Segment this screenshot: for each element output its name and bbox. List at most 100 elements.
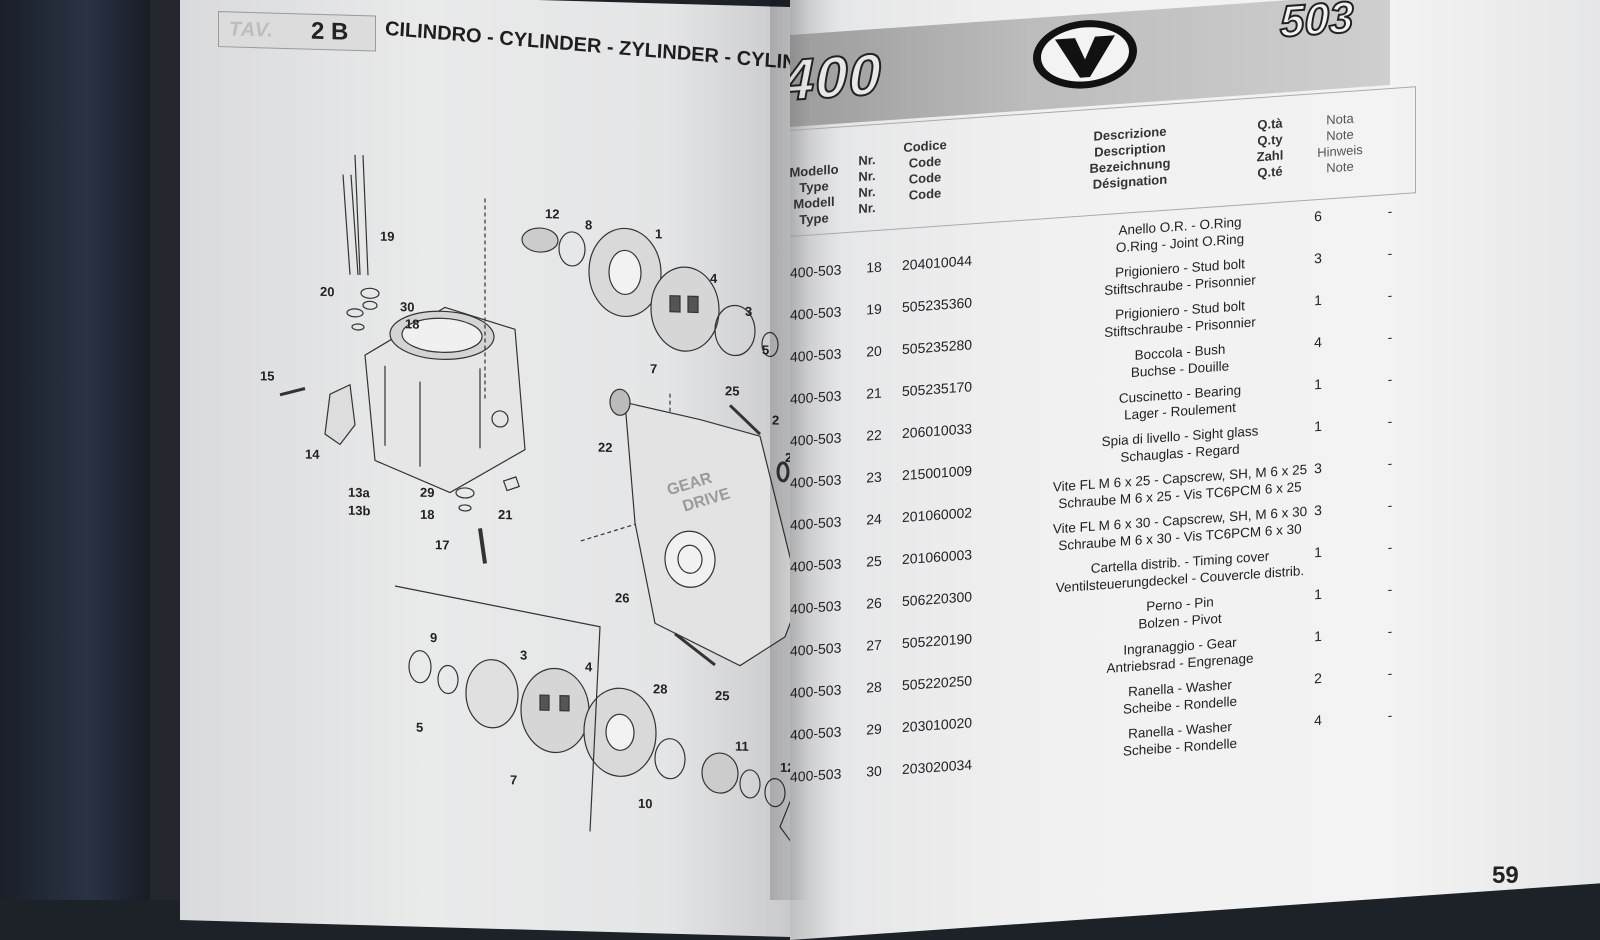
callout-label: 25: [725, 383, 739, 398]
callout-label: 19: [380, 229, 394, 244]
cell-code: 201060003: [902, 546, 973, 568]
callout-label: 25: [715, 688, 729, 703]
cell-quantity: 1: [1314, 417, 1322, 435]
callout-label: 4: [585, 659, 593, 674]
callout-label: 4: [710, 271, 718, 286]
cell-note: -: [1387, 664, 1393, 682]
callout-label: 18: [420, 507, 434, 522]
callout-label: 7: [510, 772, 517, 787]
cell-nr: 25: [866, 552, 882, 570]
cell-quantity: 4: [1314, 333, 1322, 351]
cell-note: -: [1387, 202, 1393, 220]
v-logo-icon: [1033, 20, 1137, 89]
cell-nr: 22: [866, 426, 882, 444]
callout-label: 22: [598, 440, 612, 455]
callout-label: 7: [650, 361, 657, 376]
callout-label: 13b: [348, 503, 370, 519]
cell-nr: 24: [866, 510, 882, 528]
table-number-box: TAV. 2 B: [218, 11, 376, 52]
cell-quantity: 1: [1314, 375, 1322, 393]
cell-nr: 23: [866, 468, 882, 486]
callout-label: 8: [585, 217, 592, 232]
header-nr: Nr.Nr. Nr.Nr.: [858, 152, 876, 217]
callout-label: 21: [498, 507, 512, 522]
cell-note: -: [1387, 412, 1393, 430]
cell-code: 215001009: [902, 462, 973, 484]
cell-note: -: [1387, 538, 1393, 556]
cell-nr: 19: [866, 300, 882, 318]
cell-note: -: [1387, 454, 1393, 472]
cell-quantity: 6: [1314, 207, 1322, 225]
cell-quantity: 1: [1314, 543, 1322, 561]
callout-label: 1: [655, 226, 662, 241]
cell-nr: 20: [866, 342, 882, 360]
cell-note: -: [1387, 496, 1393, 514]
cell-quantity: 1: [1314, 291, 1322, 309]
desk-background: [0, 0, 160, 900]
callout-label: 11: [735, 739, 749, 754]
cell-nr: 28: [866, 678, 882, 696]
cell-quantity: 2: [1314, 669, 1322, 687]
cell-nr: 26: [866, 594, 882, 612]
callout-label: 9: [430, 630, 437, 645]
cell-note: -: [1387, 328, 1393, 346]
cell-code: 505235170: [902, 378, 973, 400]
cell-quantity: 3: [1314, 249, 1322, 267]
tav-number: 2 B: [311, 17, 349, 46]
cell-code: 506220300: [902, 588, 973, 610]
cell-note: -: [1387, 286, 1393, 304]
tav-label: TAV.: [229, 18, 274, 42]
cell-quantity: 1: [1314, 585, 1322, 603]
cell-quantity: 3: [1314, 501, 1322, 519]
callout-label: 13a: [348, 485, 370, 501]
cell-note: -: [1387, 244, 1393, 262]
callout-label: 18: [405, 316, 419, 331]
cell-note: -: [1387, 580, 1393, 598]
callout-label: 3: [745, 304, 752, 319]
book-spine-shadow: [770, 0, 810, 900]
callout-label: 20: [320, 284, 334, 299]
cell-code: 505220250: [902, 672, 973, 694]
callout-label: 2: [772, 413, 779, 428]
cell-code: 203020034: [902, 756, 973, 778]
cell-quantity: 1: [1314, 627, 1322, 645]
cell-nr: 27: [866, 636, 882, 654]
cell-code: 505235360: [902, 294, 973, 316]
exploded-parts-diagram: GEAR DRIVE 12 8 1 19 20 30 18 4 3 5 7 15…: [260, 154, 790, 849]
callout-label: 29: [420, 485, 434, 500]
cell-code: 505220190: [902, 630, 973, 652]
callout-label: 28: [653, 681, 667, 696]
cell-nr: 29: [866, 720, 882, 738]
cell-code: 206010033: [902, 420, 973, 442]
callout-label: 15: [260, 368, 274, 383]
callout-label: 14: [305, 446, 320, 461]
page-number: 59: [1492, 862, 1519, 889]
callout-label: 30: [400, 299, 414, 314]
cell-code: 505235280: [902, 336, 973, 358]
cell-note: -: [1387, 370, 1393, 388]
cell-nr: 30: [866, 762, 882, 780]
cell-code: 203010020: [902, 714, 973, 736]
cell-code: 204010044: [902, 252, 973, 274]
callout-label: 23: [785, 450, 790, 465]
cell-note: -: [1387, 706, 1393, 724]
callout-label: 26: [615, 590, 629, 605]
callout-label: 17: [435, 537, 449, 552]
model-number-right: 503: [1279, 0, 1354, 48]
callout-label: 10: [638, 796, 652, 811]
cell-code: 201060002: [902, 504, 973, 526]
cell-quantity: 4: [1314, 711, 1322, 729]
cell-nr: 18: [866, 258, 882, 276]
callout-label: 3: [520, 647, 527, 662]
callout-label: 12: [545, 206, 559, 221]
cell-nr: 21: [866, 384, 882, 402]
callout-label: 5: [416, 720, 423, 735]
callout-label: 12: [780, 760, 790, 775]
left-page: TAV. 2 B CILINDRO - CYLINDER - ZYLINDER …: [180, 0, 790, 938]
callout-label: 5: [762, 342, 769, 357]
